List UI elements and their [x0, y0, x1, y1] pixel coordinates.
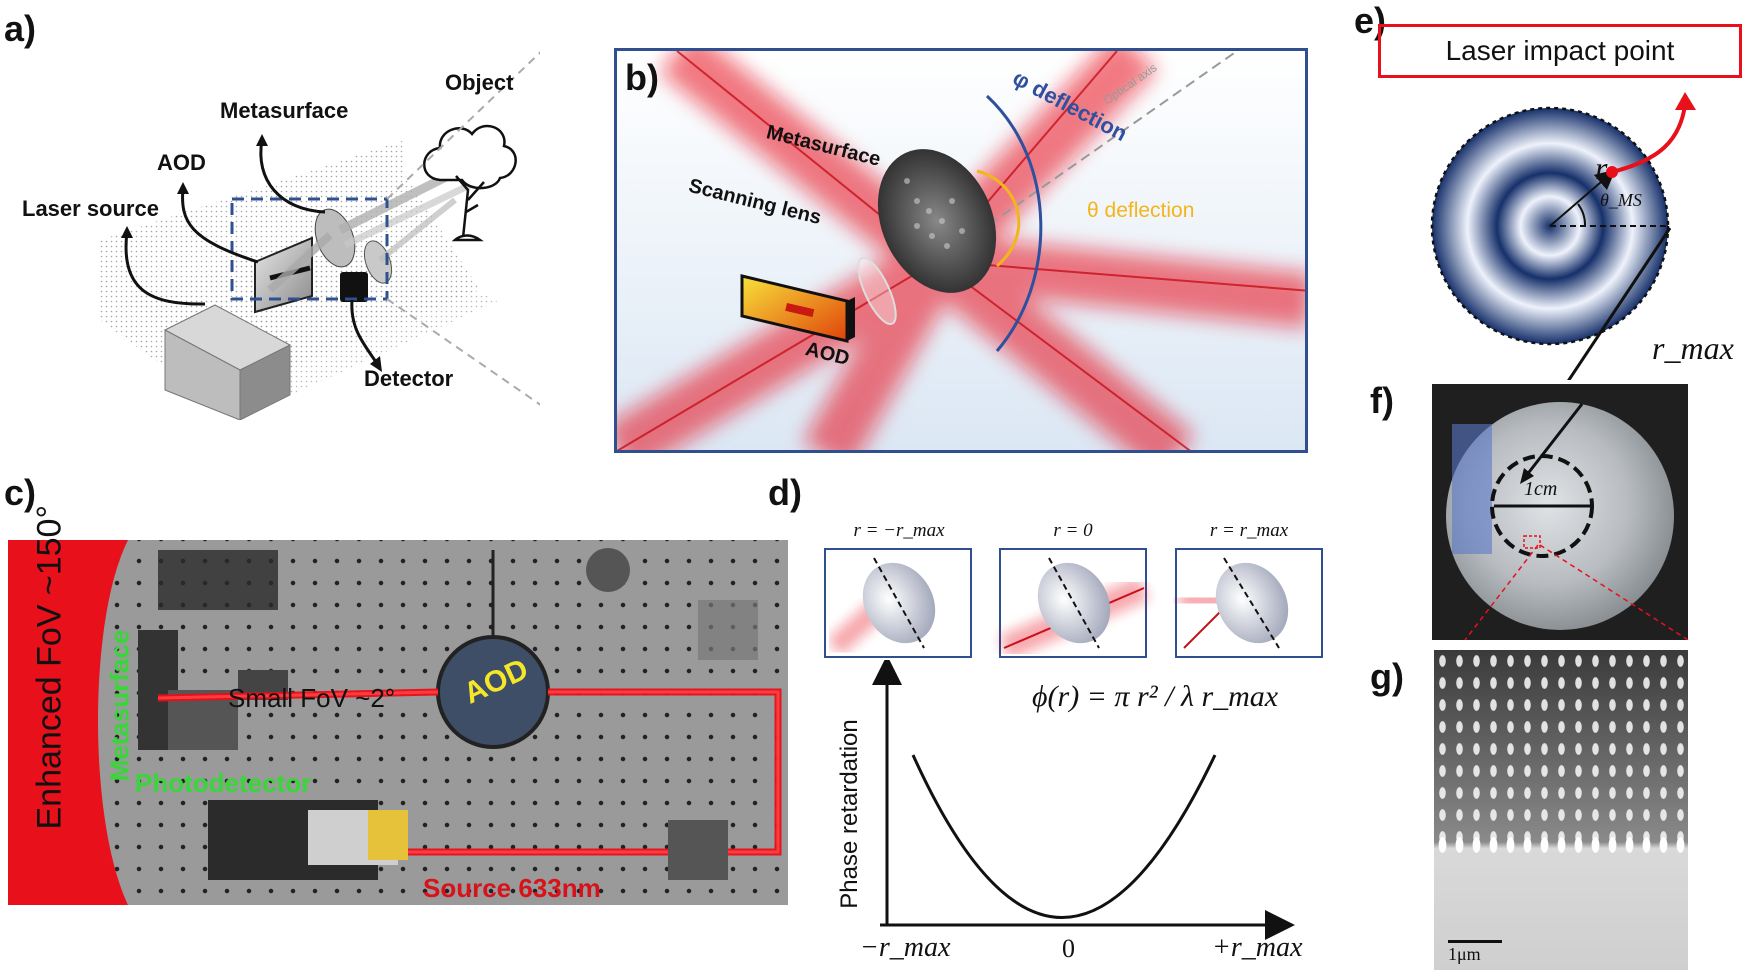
x-tick-pos: +r_max — [1212, 932, 1303, 963]
panel-f: f) 1cm — [1370, 380, 1750, 640]
label-laser-source: Laser source — [22, 196, 159, 221]
panel-g: g) 1μm — [1370, 640, 1750, 979]
y-axis-label: Phase retardation — [836, 719, 863, 909]
panel-c: c) — [0, 472, 800, 910]
panel-b-illustration — [617, 51, 1305, 450]
phase-plot — [872, 660, 1295, 940]
inset-label-neg: r = −r_max — [853, 520, 945, 541]
metasurface-disc-diagram — [1430, 92, 1696, 380]
sem-image: 1μm — [1434, 650, 1688, 970]
label-metasurface-a: Metasurface — [220, 98, 349, 123]
inset-r-zero: r = 0 — [998, 520, 1148, 550]
label-enhanced-fov: Enhanced FoV ~150° — [30, 504, 69, 830]
panel-d: d) r = −r_max r = 0 r = r_max — [760, 472, 1323, 979]
tree-icon — [423, 124, 517, 242]
label-source: Source 633nm — [423, 873, 601, 903]
label-r: r — [1595, 150, 1608, 186]
zoom-frame — [230, 197, 389, 301]
x-tick-zero: 0 — [1062, 934, 1075, 963]
panel-b-label: b) — [625, 57, 659, 98]
label-r-max: r_max — [1652, 330, 1734, 366]
panel-e: e) Laser impact point r θ_MS r_max — [1340, 0, 1752, 380]
label-object: Object — [445, 70, 514, 95]
label-metasurface-c: Metasurface — [104, 629, 135, 782]
inset-label-pos: r = r_max — [1209, 520, 1289, 541]
label-aod-a: AOD — [157, 150, 206, 175]
impact-point-text: Laser impact point — [1445, 35, 1675, 66]
panel-c-label: c) — [4, 472, 37, 513]
panel-b: b) Metasurface Scanning lens AOD φ defle… — [614, 48, 1308, 453]
inset-images — [824, 548, 1323, 660]
zoom-lines — [1464, 544, 1689, 640]
inset-label-zero: r = 0 — [1053, 520, 1093, 541]
panel-g-label: g) — [1370, 656, 1404, 697]
floor-plane — [120, 240, 500, 400]
panel-a-label: a) — [4, 8, 37, 49]
label-detector: Detector — [364, 366, 454, 391]
x-tick-neg: −r_max — [860, 932, 951, 963]
label-theta-deflection: θ deflection — [1087, 199, 1195, 222]
panel-a: a) — [0, 0, 540, 420]
label-theta-ms: θ_MS — [1600, 190, 1642, 210]
phase-formula: ϕ(r) = π r² / λ r_max — [1032, 680, 1279, 713]
setup-overlay — [8, 540, 782, 905]
optical-table-photo: Enhanced FoV ~150° Metasurface Photodete… — [8, 504, 788, 905]
metasurface-photo: 1cm — [1432, 384, 1688, 640]
parabola-curve — [911, 754, 1217, 919]
inset-r-pos: r = r_max — [1174, 520, 1324, 550]
panel-d-label: d) — [768, 472, 802, 513]
scale-1cm: 1cm — [1524, 478, 1558, 500]
panel-f-label: f) — [1370, 380, 1394, 421]
panel-a-schematic — [100, 51, 540, 420]
label-photodetector: Photodetector — [135, 768, 312, 798]
inset-r-neg: r = −r_max — [824, 520, 974, 550]
impact-point-box: Laser impact point — [1378, 24, 1742, 78]
label-small-fov: Small FoV ~2° — [228, 683, 396, 713]
scale-1um: 1μm — [1448, 944, 1481, 964]
